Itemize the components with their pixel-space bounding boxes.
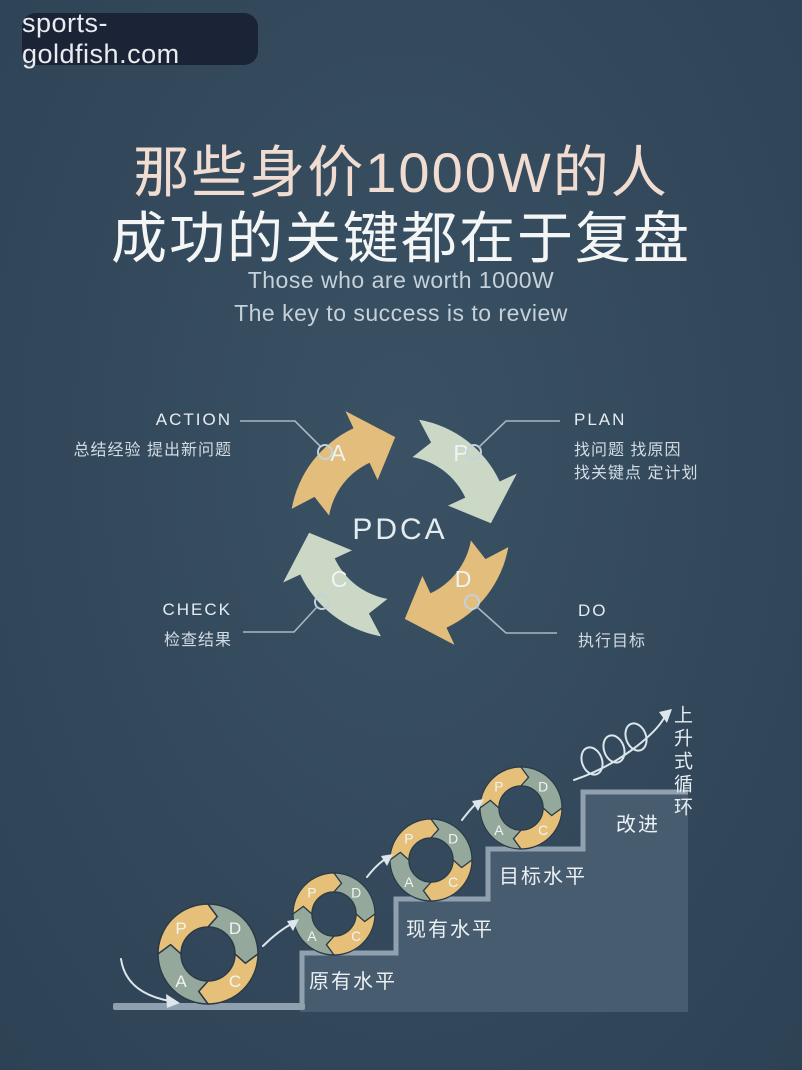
wheel-letter-a: A [307,928,317,944]
plan-desc-line-1: 找问题 找原因 [574,442,682,459]
do-desc: 执行目标 [578,633,647,650]
wheel-letter-c: C [538,822,548,838]
pdca-arrow-bottom-right [404,540,509,645]
wheel-letter-c: C [351,928,361,944]
plan-desc: 找问题 找原因 找关键点 定计划 [574,439,698,485]
pdca-arrow-top-right [412,419,517,524]
pdca-wheel-4: P D A C [479,766,563,850]
stair-label-original-level: 原有水平 [309,971,397,993]
step-arrow-3 [461,799,484,821]
node-ring-d [464,594,480,610]
stair-label-target-level: 目标水平 [499,866,587,888]
pdca-wheel-2: P D A C [292,872,376,956]
ground-line [113,1003,305,1010]
wheel-segment-a [157,943,210,1005]
node-ring-p [466,444,482,460]
callout-plan: PLAN 找问题 找原因 找关键点 定计划 [574,410,698,485]
callout-line-do [476,606,557,634]
pdca-arrow-top-left [291,411,396,516]
wheel-letter-d: D [229,919,241,938]
cycle-letter-d: D [455,566,472,592]
do-title: DO [578,601,608,620]
cycle-letter-a: A [330,440,346,466]
subtitle-line-1: Those who are worth 1000W [247,267,555,293]
pdca-wheel-1: P D A C [157,903,259,1005]
wheel-letter-d: D [351,885,361,901]
upward-cycle-label: 上升式循环 [671,705,692,820]
step-arrow-1 [262,919,299,947]
stair-label-improve: 改进 [616,814,660,836]
wheel-letter-a: A [494,822,504,838]
node-ring-c [314,594,330,610]
wheel-segment-a [479,799,523,850]
callout-do: DO 执行目标 [578,601,646,653]
callout-check: CHECK 检查结果 [162,600,232,652]
wheel-letter-p: P [307,885,316,901]
entry-arrow [120,958,180,1008]
wheel-segment-p [292,872,343,916]
wheel-segment-p [389,818,440,862]
callout-line-action [240,420,321,447]
callout-line-check [243,606,318,633]
wheel-letter-p: P [404,831,413,847]
pdca-center-label: PDCA [352,513,447,546]
cycle-letter-c: C [331,566,348,592]
pdca-wheel-3: P D A C [389,818,473,902]
pdca-arrow-bottom-left [283,532,388,637]
wheel-segment-p [479,766,530,810]
wheel-letter-p: P [494,779,503,795]
step-arrow-2 [366,854,393,878]
action-desc: 总结经验 提出新问题 [73,442,232,459]
wheel-letter-a: A [404,874,414,890]
title-line-2: 成功的关键都在于复盘 [111,207,691,270]
check-title: CHECK [162,600,232,619]
callout-action: ACTION 总结经验 提出新问题 [74,410,232,462]
cycle-letter-p: P [453,440,468,466]
pdca-cycle-diagram [283,411,517,645]
plan-desc-line-2: 找关键点 定计划 [574,465,699,483]
wheel-letter-c: C [448,874,458,890]
staircase-block [300,792,688,1012]
subtitle: Those who are worth 1000W The key to suc… [0,264,802,329]
stair-label-current-level: 现有水平 [406,919,494,941]
action-title: ACTION [155,410,232,429]
spiral-arrow [573,709,672,781]
plan-title: PLAN [574,410,627,429]
title-line-1: 那些身价1000W的人 [133,141,669,204]
check-desc: 检查结果 [163,632,232,649]
wheel-letter-d: D [538,779,548,795]
wheel-letter-p: P [175,919,186,938]
callout-line-plan [478,420,560,448]
node-ring-a [317,444,333,460]
wheel-letter-c: C [229,972,241,991]
wheel-letter-a: A [175,972,187,991]
subtitle-line-2: The key to success is to review [234,299,568,326]
wheel-segment-p [157,903,219,956]
wheel-segment-a [292,905,336,956]
wheel-letter-d: D [448,831,458,847]
watermark-badge: sports-goldfish.com [22,8,258,69]
